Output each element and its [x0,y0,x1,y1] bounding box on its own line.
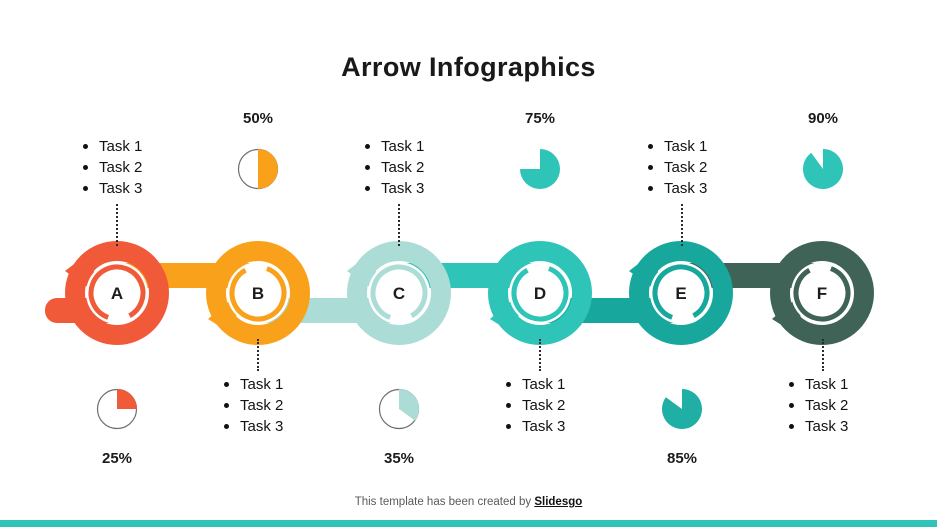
task-label: Task 1 [664,138,708,155]
footer-text: This template has been created by [354,496,532,508]
connector-dotted-line [257,339,259,371]
task-label: Task 2 [381,159,425,176]
task-item: Task 3 [506,416,565,437]
bullet-icon [789,382,794,387]
task-label: Task 2 [240,397,284,414]
task-list-f: Task 1 Task 2 Task 3 [789,374,848,437]
bullet-icon [506,424,511,429]
bullet-icon [648,144,653,149]
task-item: Task 3 [648,178,707,199]
task-list-c: Task 1 Task 2 Task 3 [365,136,424,199]
task-label: Task 1 [240,376,284,393]
bullet-icon [365,144,370,149]
percent-label: 35% [383,450,415,467]
task-label: Task 3 [99,180,143,197]
svg-text:F: F [817,284,827,303]
task-list-e: Task 1 Task 2 Task 3 [648,136,707,199]
page-title: Arrow Infographics [341,52,596,82]
bullet-icon [365,165,370,170]
pie-chart-50 [237,148,279,190]
bullet-icon [83,186,88,191]
task-item: Task 3 [365,178,424,199]
bullet-icon [83,165,88,170]
pie-chart-90 [802,149,843,189]
slidesgo-link[interactable]: Slidesgo [534,496,583,508]
bullet-icon [224,424,229,429]
task-label: Task 1 [99,138,143,155]
pie-chart-25 [96,388,138,430]
task-item: Task 2 [789,395,848,416]
pie-chart-75 [520,149,560,189]
pie-chart-85 [661,389,702,429]
bullet-icon [789,403,794,408]
bullet-icon [365,186,370,191]
svg-text:E: E [675,284,686,303]
task-item: Task 1 [224,374,283,395]
connector-dotted-line [539,339,541,371]
percent-label: 50% [242,110,274,127]
pie-chart-35 [378,388,420,430]
task-item: Task 1 [789,374,848,395]
task-item: Task 2 [506,395,565,416]
svg-text:B: B [252,284,264,303]
task-label: Task 3 [381,180,425,197]
percent-label: 90% [807,110,839,127]
task-item: Task 2 [224,395,283,416]
bullet-icon [648,165,653,170]
percent-label: 75% [524,110,556,127]
bullet-icon [506,403,511,408]
svg-text:A: A [111,284,123,303]
task-label: Task 2 [805,397,849,414]
connector-dotted-line [681,204,683,246]
task-list-d: Task 1 Task 2 Task 3 [506,374,565,437]
task-label: Task 1 [381,138,425,155]
task-label: Task 1 [805,376,849,393]
arrow-chain: A B C D E F [45,241,874,345]
task-label: Task 3 [522,418,566,435]
bottom-accent-bar [0,520,937,527]
bullet-icon [506,382,511,387]
task-item: Task 3 [83,178,142,199]
footer-credit: This template has been created by Slides… [0,496,937,508]
connector-dotted-line [398,204,400,246]
svg-text:C: C [393,284,405,303]
task-item: Task 1 [506,374,565,395]
task-label: Task 3 [240,418,284,435]
task-list-b: Task 1 Task 2 Task 3 [224,374,283,437]
task-item: Task 1 [648,136,707,157]
task-item: Task 2 [365,157,424,178]
task-label: Task 2 [99,159,143,176]
task-label: Task 3 [805,418,849,435]
task-item: Task 1 [365,136,424,157]
task-label: Task 1 [522,376,566,393]
task-item: Task 2 [83,157,142,178]
task-item: Task 2 [648,157,707,178]
task-item: Task 3 [224,416,283,437]
bullet-icon [83,144,88,149]
svg-text:D: D [534,284,546,303]
bullet-icon [789,424,794,429]
bullet-icon [224,382,229,387]
task-label: Task 2 [664,159,708,176]
bullet-icon [648,186,653,191]
bullet-icon [224,403,229,408]
percent-label: 85% [666,450,698,467]
task-label: Task 3 [664,180,708,197]
task-item: Task 1 [83,136,142,157]
percent-label: 25% [101,450,133,467]
task-list-a: Task 1 Task 2 Task 3 [83,136,142,199]
task-label: Task 2 [522,397,566,414]
connector-dotted-line [822,339,824,371]
task-item: Task 3 [789,416,848,437]
connector-dotted-line [116,204,118,246]
